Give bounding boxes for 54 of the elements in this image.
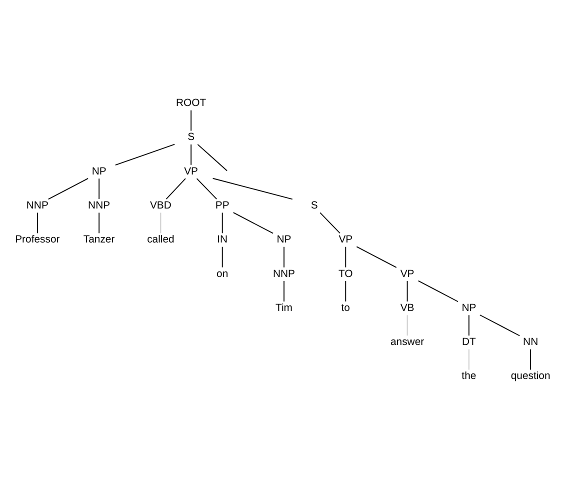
node-text: Tim <box>276 302 292 314</box>
connector <box>406 314 408 336</box>
node-text: Tanzer <box>83 234 115 246</box>
node-text: Professor <box>15 234 60 246</box>
connector <box>98 212 100 234</box>
node-text: called <box>147 234 174 246</box>
node-text: NNP <box>26 200 48 212</box>
connector <box>114 143 176 166</box>
node-text: VP <box>184 166 198 177</box>
connector <box>166 178 186 199</box>
node-text: S <box>188 132 195 143</box>
connector <box>197 143 228 171</box>
node-text: ROOT <box>176 98 206 109</box>
node-text: VP <box>400 268 414 280</box>
connector <box>468 348 470 370</box>
node-text: NN <box>523 336 538 348</box>
node-text: TO <box>338 268 353 280</box>
connector <box>479 314 520 336</box>
connector <box>36 212 38 234</box>
node-text: DT <box>462 336 476 348</box>
node-text: question <box>510 370 550 382</box>
connector <box>190 143 192 165</box>
connector <box>345 280 346 302</box>
node-text: NP <box>276 234 292 246</box>
connector <box>418 280 458 302</box>
node-text: the <box>462 370 476 382</box>
node-text: on <box>216 268 228 280</box>
node-text: NNP <box>88 200 110 212</box>
node-text: answer <box>390 336 424 348</box>
node-text: IN <box>217 234 228 246</box>
connector <box>320 212 340 234</box>
connector <box>222 212 223 234</box>
connector <box>232 212 274 234</box>
connector <box>222 246 223 268</box>
connector <box>98 178 100 199</box>
node-text: NP <box>92 166 106 177</box>
connector <box>212 177 293 200</box>
connector <box>190 109 192 131</box>
connector <box>530 348 532 370</box>
node-text: S <box>310 200 318 212</box>
node-text: VB <box>400 302 414 314</box>
node-text: VBD <box>150 200 172 212</box>
node-text: NNP <box>272 268 296 280</box>
connector <box>345 246 346 268</box>
connector <box>356 246 397 268</box>
node-text: NP <box>462 302 476 314</box>
node-text: to <box>341 302 350 314</box>
node-text: PP <box>215 200 230 212</box>
connector <box>406 280 408 302</box>
connector <box>48 177 89 200</box>
connector <box>196 178 218 199</box>
node-text: VP <box>338 234 353 246</box>
connector <box>468 314 470 336</box>
connector <box>160 212 162 234</box>
